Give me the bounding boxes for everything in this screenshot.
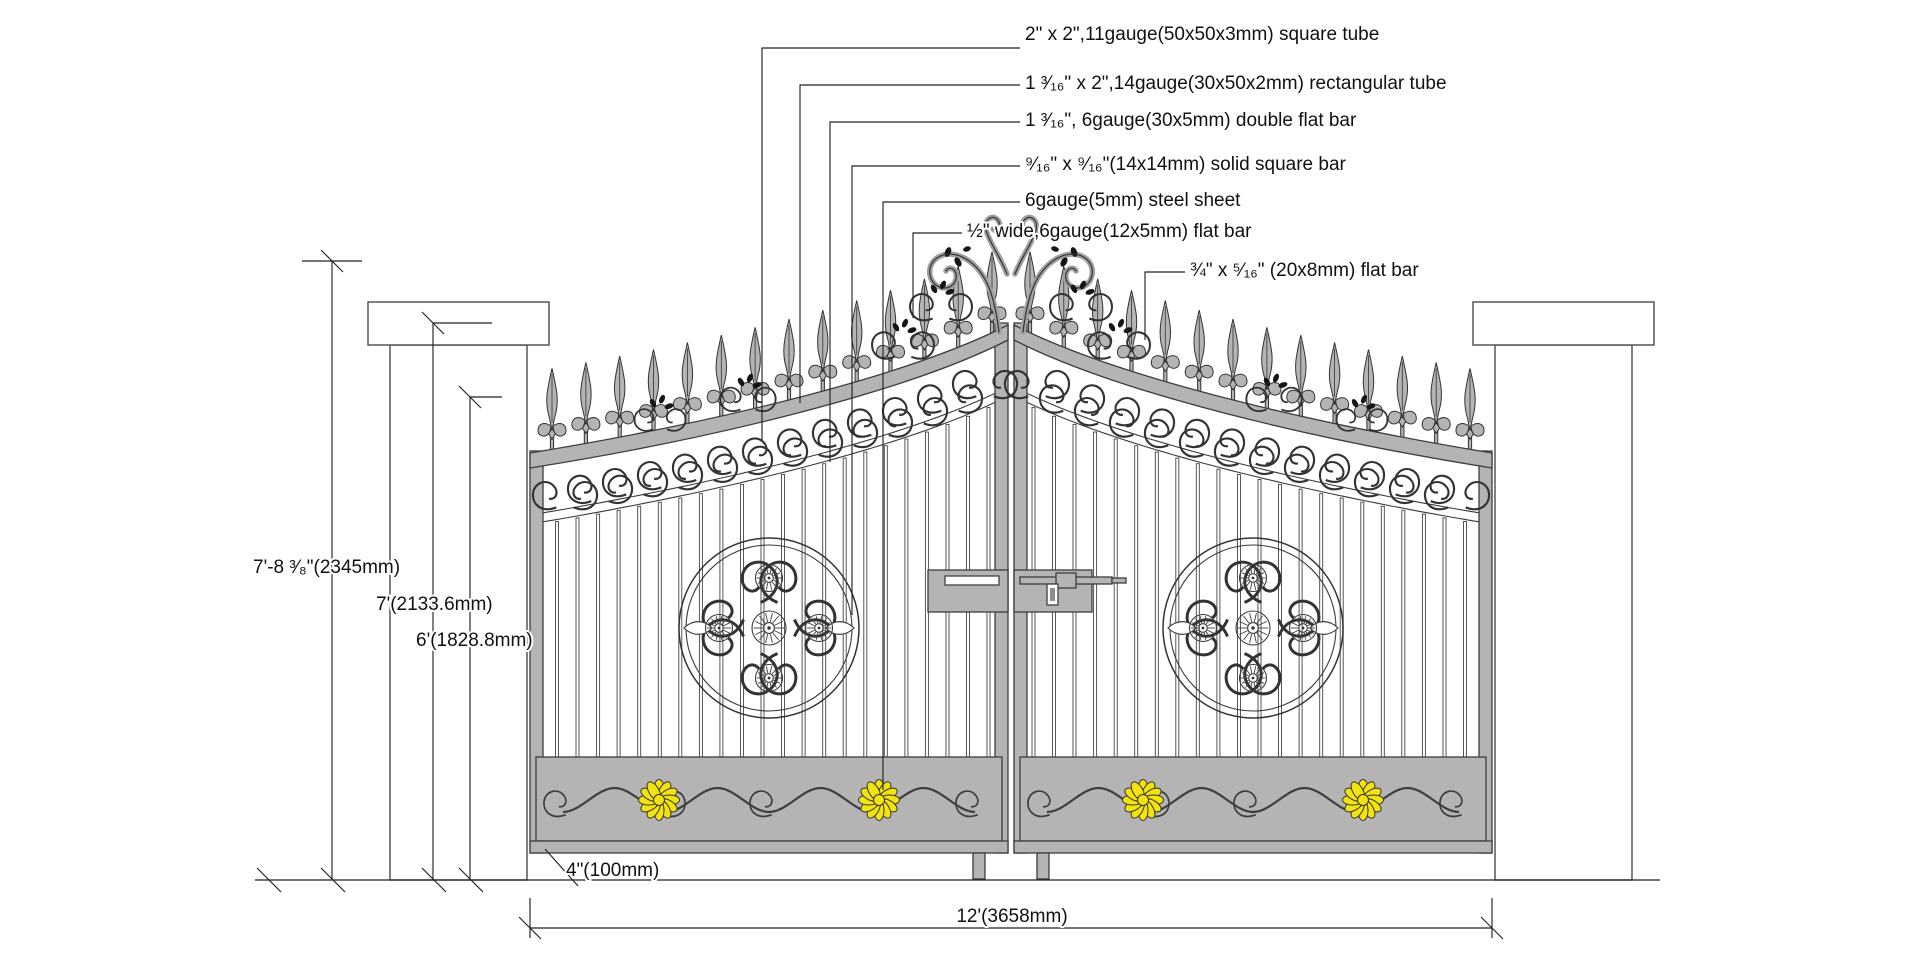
yellow-flower — [1122, 779, 1164, 821]
label-height-6ft: 6'(1828.8mm) — [416, 630, 533, 651]
right-pillar-body — [1494, 344, 1633, 881]
rail-leaf-sprigs — [635, 280, 1388, 431]
dimension-total-height — [302, 249, 362, 880]
medallion — [1162, 537, 1344, 719]
label-height-7ft: 7'(2133.6mm) — [376, 594, 493, 615]
yellow-flower — [858, 779, 900, 821]
yellow-flower — [638, 779, 680, 821]
keyhole-slot — [1050, 588, 1055, 601]
right-pillar — [1472, 301, 1655, 881]
left-leaf-bottom-rail — [529, 840, 1009, 854]
right-pillar-cap — [1472, 301, 1655, 346]
yellow-flower — [1342, 779, 1384, 821]
right-leaf-bottom-rail — [1013, 840, 1493, 854]
fleur-de-lis-spikes — [537, 251, 1485, 453]
left-pillar — [367, 301, 550, 881]
label-total-width: 12'(3658mm) — [956, 906, 1067, 927]
left-leaf-bottom-panel — [535, 756, 1003, 842]
latch-bar-tip — [1111, 577, 1127, 584]
callout-steel-sheet: 6gauge(5mm) steel sheet — [1025, 190, 1241, 211]
left-pillar-body — [389, 344, 528, 881]
left-leaf-top-rail — [529, 323, 1009, 469]
callout-square-tube: 2" x 2",11gauge(50x50x3mm) square tube — [1025, 24, 1379, 45]
medallion — [678, 537, 860, 719]
lock-assembly — [927, 569, 1127, 613]
callout-flat-bar-20x8: ¾" x ⁵⁄₁₆" (20x8mm) flat bar — [1190, 260, 1419, 281]
dimension-ground-clearance — [544, 848, 579, 887]
dimension-total-width — [518, 898, 1504, 940]
right-leaf-bottom-panel — [1019, 756, 1487, 842]
right-leaf-top-rail — [1013, 323, 1493, 469]
callout-double-flat-bar: 1 ³⁄₁₆", 6gauge(30x5mm) double flat bar — [1025, 110, 1357, 131]
latch-keeper — [1055, 572, 1077, 589]
gate-frame — [529, 322, 1493, 854]
dimension-lines — [302, 249, 1504, 940]
drop-rod-left — [972, 852, 986, 880]
lock-handle-slot — [944, 575, 1000, 586]
label-ground-clearance: 4"(100mm) — [566, 860, 659, 881]
top-scroll-ornament — [927, 214, 1095, 335]
callout-solid-square-bar: ⁹⁄₁₆" x ⁹⁄₁₆"(14x14mm) solid square bar — [1025, 154, 1347, 175]
dimension-6ft — [458, 385, 502, 880]
ground-line — [255, 867, 1660, 893]
callout-half-flat-bar: ½" wide,6gauge(12x5mm) flat bar — [967, 221, 1252, 242]
circle-medallions — [678, 537, 1344, 719]
dimension-7ft — [421, 311, 492, 880]
callout-leaders — [761, 47, 1185, 790]
label-total-height: 7'-8 ³⁄₈"(2345mm) — [253, 557, 400, 578]
double-flat-bar-rails — [542, 392, 1480, 523]
callout-rectangular-tube: 1 ³⁄₁₆" x 2",14gauge(30x50x2mm) rectangu… — [1025, 73, 1447, 94]
drop-rod-right — [1036, 852, 1050, 880]
bottom-panel-scroll-wave — [543, 779, 1463, 821]
